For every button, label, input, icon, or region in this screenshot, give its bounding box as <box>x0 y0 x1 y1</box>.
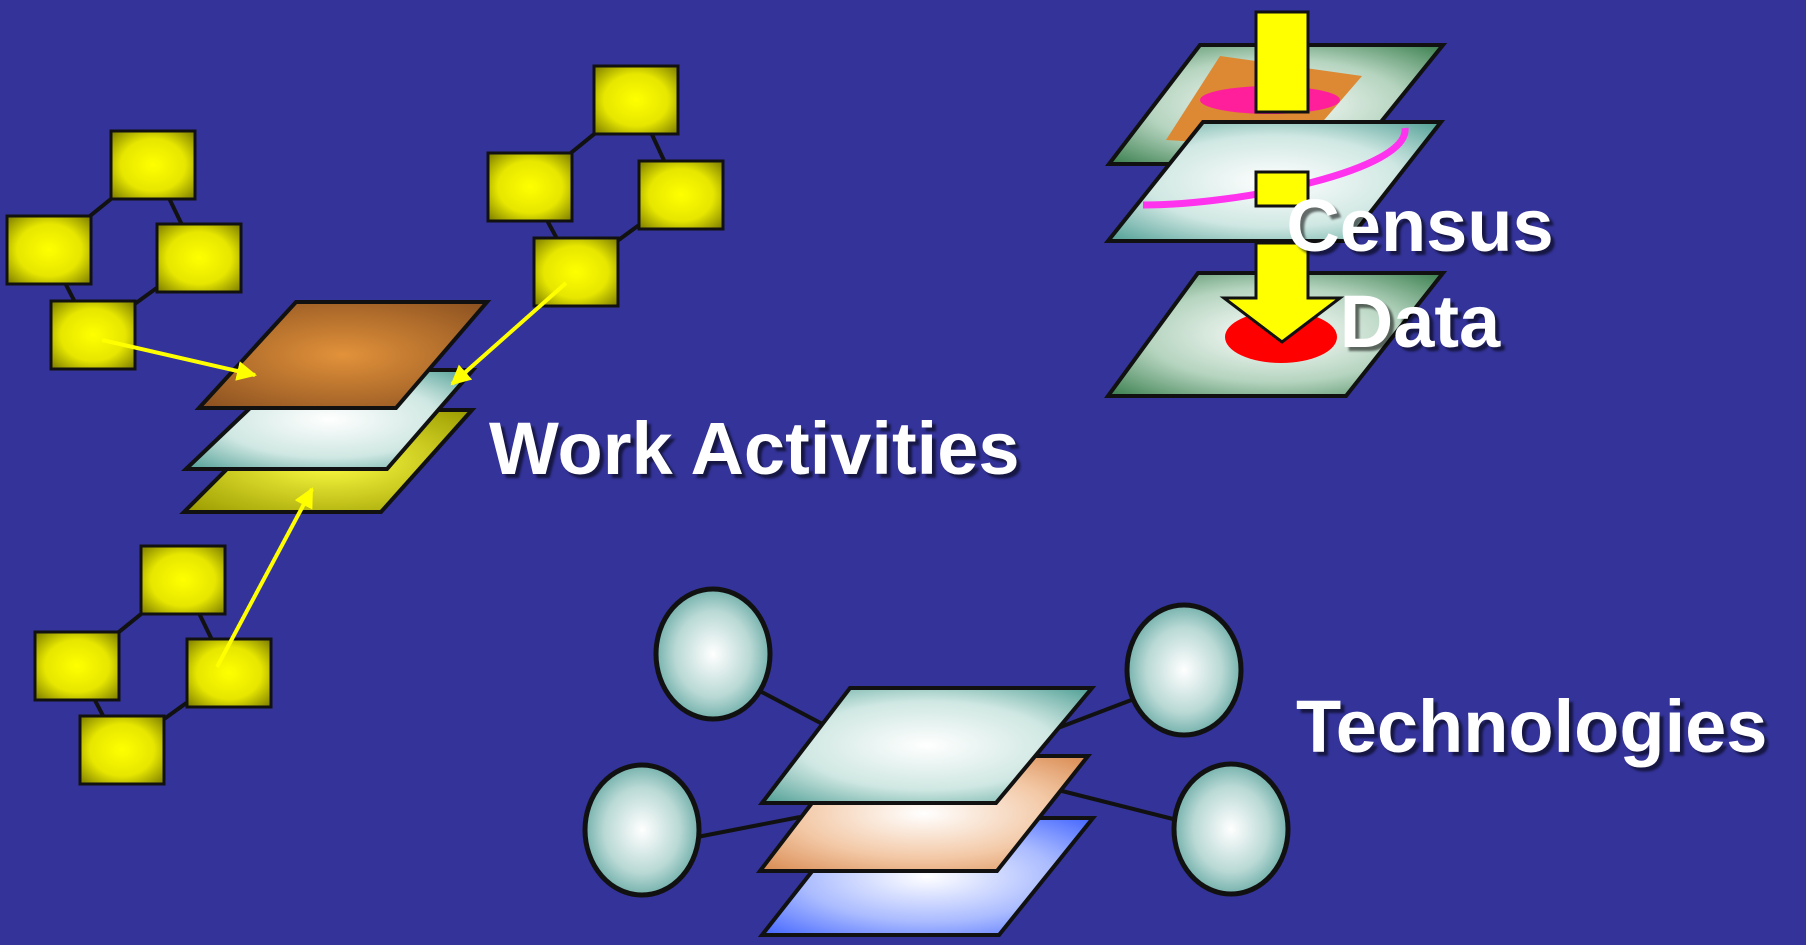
arrow-to-brown-layer <box>101 338 257 381</box>
work-activities-group <box>5 64 725 786</box>
label-census-line1: Census <box>1286 184 1554 267</box>
layer-plane-brown <box>194 300 492 410</box>
arrow-to-yellow-layer <box>215 487 314 668</box>
tech-layer-stack <box>755 686 1098 937</box>
yellow-square-node <box>33 630 121 702</box>
label-census-data: Census Data <box>1270 178 1570 370</box>
yellow-square-node <box>486 151 574 223</box>
yellow-square-node <box>78 714 166 786</box>
circle-node-icon <box>582 762 702 898</box>
circle-node-icon <box>1124 602 1244 738</box>
square-nodes <box>5 64 725 786</box>
circle-node-icon <box>1171 761 1291 897</box>
yellow-square-node <box>5 214 93 286</box>
layer-plane-teal <box>757 686 1097 805</box>
circle-nodes <box>582 586 1291 898</box>
yellow-square-node <box>109 129 197 201</box>
label-work-activities: Work Activities <box>489 407 1020 490</box>
work-layer-stack <box>179 300 492 514</box>
yellow-square-node <box>49 299 137 371</box>
census-data-group <box>1103 10 1448 398</box>
arrow-to-teal-layer <box>450 281 568 386</box>
circle-node-icon <box>653 586 773 722</box>
yellow-square-node <box>185 637 273 709</box>
label-technologies: Technologies <box>1296 685 1768 768</box>
yellow-square-node <box>592 64 680 136</box>
down-arrow-icon <box>1219 10 1345 344</box>
yellow-square-node <box>155 222 243 294</box>
tech-links <box>691 687 1178 840</box>
technologies-group <box>582 586 1291 937</box>
census-curve-magenta <box>1142 127 1409 209</box>
yellow-square-node <box>139 544 227 616</box>
yellow-square-node <box>637 159 725 231</box>
label-census-line2: Data <box>1339 280 1501 363</box>
work-arrows <box>101 281 568 668</box>
yellow-square-node <box>532 236 620 308</box>
